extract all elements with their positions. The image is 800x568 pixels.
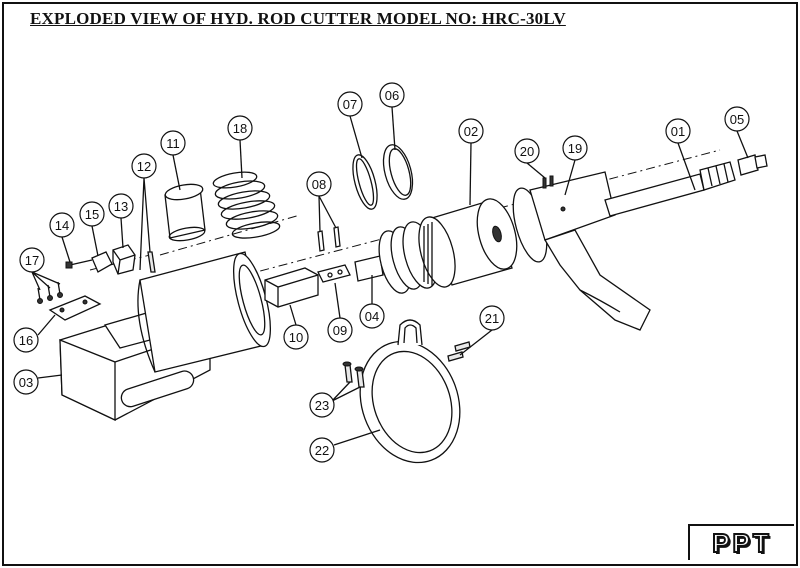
svg-text:01: 01: [671, 124, 685, 139]
callout-12: 12: [131, 153, 157, 179]
svg-text:13: 13: [114, 199, 128, 214]
callout-16: 16: [13, 327, 39, 353]
callout-09: 09: [327, 317, 353, 343]
part-11-sleeve: [164, 183, 206, 242]
drawing-title: EXPLODED VIEW OF HYD. ROD CUTTER MODEL N…: [30, 9, 566, 28]
part-18-spring: [212, 171, 281, 239]
callout-17: 17: [19, 247, 45, 273]
part-21-screws: [447, 341, 471, 362]
ppt-logo: PPT: [711, 527, 772, 559]
main-cylinder-body: [137, 251, 272, 373]
svg-text:06: 06: [385, 88, 399, 103]
svg-text:11: 11: [166, 136, 180, 151]
callout-11: 11: [160, 130, 186, 156]
callout-02: 02: [458, 118, 484, 144]
svg-text:20: 20: [520, 144, 534, 159]
part-08-dowels: [317, 226, 341, 252]
callout-18: 18: [227, 115, 253, 141]
part-16-plate: [48, 295, 102, 321]
callout-20: 20: [514, 138, 540, 164]
svg-text:21: 21: [485, 311, 499, 326]
callout-15: 15: [79, 201, 105, 227]
svg-text:15: 15: [85, 207, 99, 222]
svg-text:19: 19: [568, 141, 582, 156]
svg-text:23: 23: [315, 398, 329, 413]
part-22-ring-with-handle: [359, 319, 461, 464]
part-23-screws: [342, 361, 365, 388]
callout-01: 01: [665, 118, 691, 144]
svg-text:14: 14: [55, 218, 69, 233]
callout-08: 08: [306, 171, 332, 197]
part-02-cylinder: [418, 198, 518, 288]
callout-04: 04: [359, 303, 385, 329]
callout-14: 14: [49, 212, 75, 238]
part-13-block: [112, 244, 136, 275]
part-05-fitting: [737, 154, 768, 176]
svg-text:16: 16: [19, 333, 33, 348]
callout-13: 13: [108, 193, 134, 219]
svg-text:07: 07: [343, 97, 357, 112]
callout-06: 06: [379, 82, 405, 108]
part-09-key: [317, 264, 351, 283]
svg-text:08: 08: [312, 177, 326, 192]
svg-text:17: 17: [25, 253, 39, 268]
svg-text:10: 10: [289, 330, 303, 345]
leader-lines: [31, 106, 749, 446]
svg-text:05: 05: [730, 112, 744, 127]
svg-text:12: 12: [137, 159, 151, 174]
callout-21: 21: [479, 305, 505, 331]
part-06-ring: [382, 144, 414, 200]
part-19-handle-body: [512, 171, 651, 331]
part-12-pin: [147, 251, 156, 273]
callout-22: 22: [309, 437, 335, 463]
part-17-screws: [37, 281, 63, 304]
part-07-ring: [352, 154, 378, 210]
part-15-wedge: [91, 251, 113, 273]
callout-19: 19: [562, 135, 588, 161]
callout-05: 05: [724, 106, 750, 132]
part-10-blade-block: [264, 267, 319, 308]
svg-text:04: 04: [365, 309, 379, 324]
svg-text:03: 03: [19, 375, 33, 390]
callout-23: 23: [309, 392, 335, 418]
axis-spring: [159, 214, 301, 256]
part-01-rod: [604, 161, 736, 217]
callout-03: 03: [13, 369, 39, 395]
part-14-bolt: [65, 259, 93, 269]
callout-07: 07: [337, 91, 363, 117]
svg-text:18: 18: [233, 121, 247, 136]
svg-text:02: 02: [464, 124, 478, 139]
svg-text:09: 09: [333, 323, 347, 338]
callout-10: 10: [283, 324, 309, 350]
svg-text:22: 22: [315, 443, 329, 458]
logo-box: PPT: [688, 524, 794, 560]
